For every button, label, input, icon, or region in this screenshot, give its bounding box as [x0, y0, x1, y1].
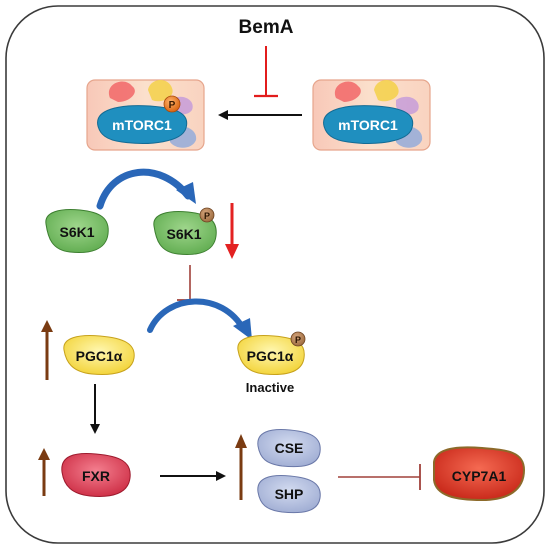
- cse-shp-inhibition: [338, 464, 421, 490]
- increase-arrow-cse-shp: [235, 434, 247, 500]
- fxr-label: FXR: [82, 468, 110, 484]
- phospho-icon: [163, 95, 181, 113]
- s6k1-label: S6K1: [59, 224, 94, 240]
- shp-protein: SHP: [257, 475, 321, 514]
- s6k1-protein: S6K1: [45, 209, 109, 253]
- shp-label: SHP: [275, 486, 304, 502]
- decrease-arrow: [225, 203, 239, 259]
- increase-arrow-fxr: [38, 448, 50, 496]
- phosphorylation-arrow-s6k1: [96, 168, 196, 210]
- phosphorylation-arrow-pgc1a: [147, 298, 252, 340]
- cyp7a1-label: CYP7A1: [452, 468, 507, 484]
- svg-text:P: P: [295, 335, 301, 345]
- inhibitor-label: BemA: [239, 17, 294, 38]
- pgc1a-protein: PGC1α: [63, 335, 135, 375]
- phospho-icon: [290, 331, 306, 347]
- inactive-label: Inactive: [246, 380, 294, 395]
- cyp7a1-protein: CYP7A1: [433, 446, 526, 502]
- pgc1a-label: PGC1α: [76, 348, 123, 364]
- s6k1-phospho-label: S6K1: [166, 226, 201, 242]
- fxr-protein: FXR: [61, 453, 131, 497]
- cse-label: CSE: [275, 440, 304, 456]
- svg-text:P: P: [169, 100, 176, 111]
- pgc1a-phospho-label: PGC1α: [247, 348, 294, 364]
- increase-arrow-pgc1a: [41, 320, 53, 380]
- s6k1-phosphorylated-protein: S6K1 P: [153, 207, 217, 255]
- pgc1a-phosphorylated-protein: PGC1α P: [237, 331, 306, 375]
- mtorc1-active-complex: mTORC1 P: [86, 79, 205, 151]
- mtorc1-label: mTORC1: [338, 117, 398, 133]
- phospho-icon: [199, 207, 215, 223]
- cse-protein: CSE: [257, 429, 321, 468]
- mtorc1-active-label: mTORC1: [112, 117, 172, 133]
- mtorc1-complex: mTORC1: [312, 79, 431, 151]
- bema-inhibition: [254, 46, 278, 98]
- svg-text:P: P: [204, 211, 210, 221]
